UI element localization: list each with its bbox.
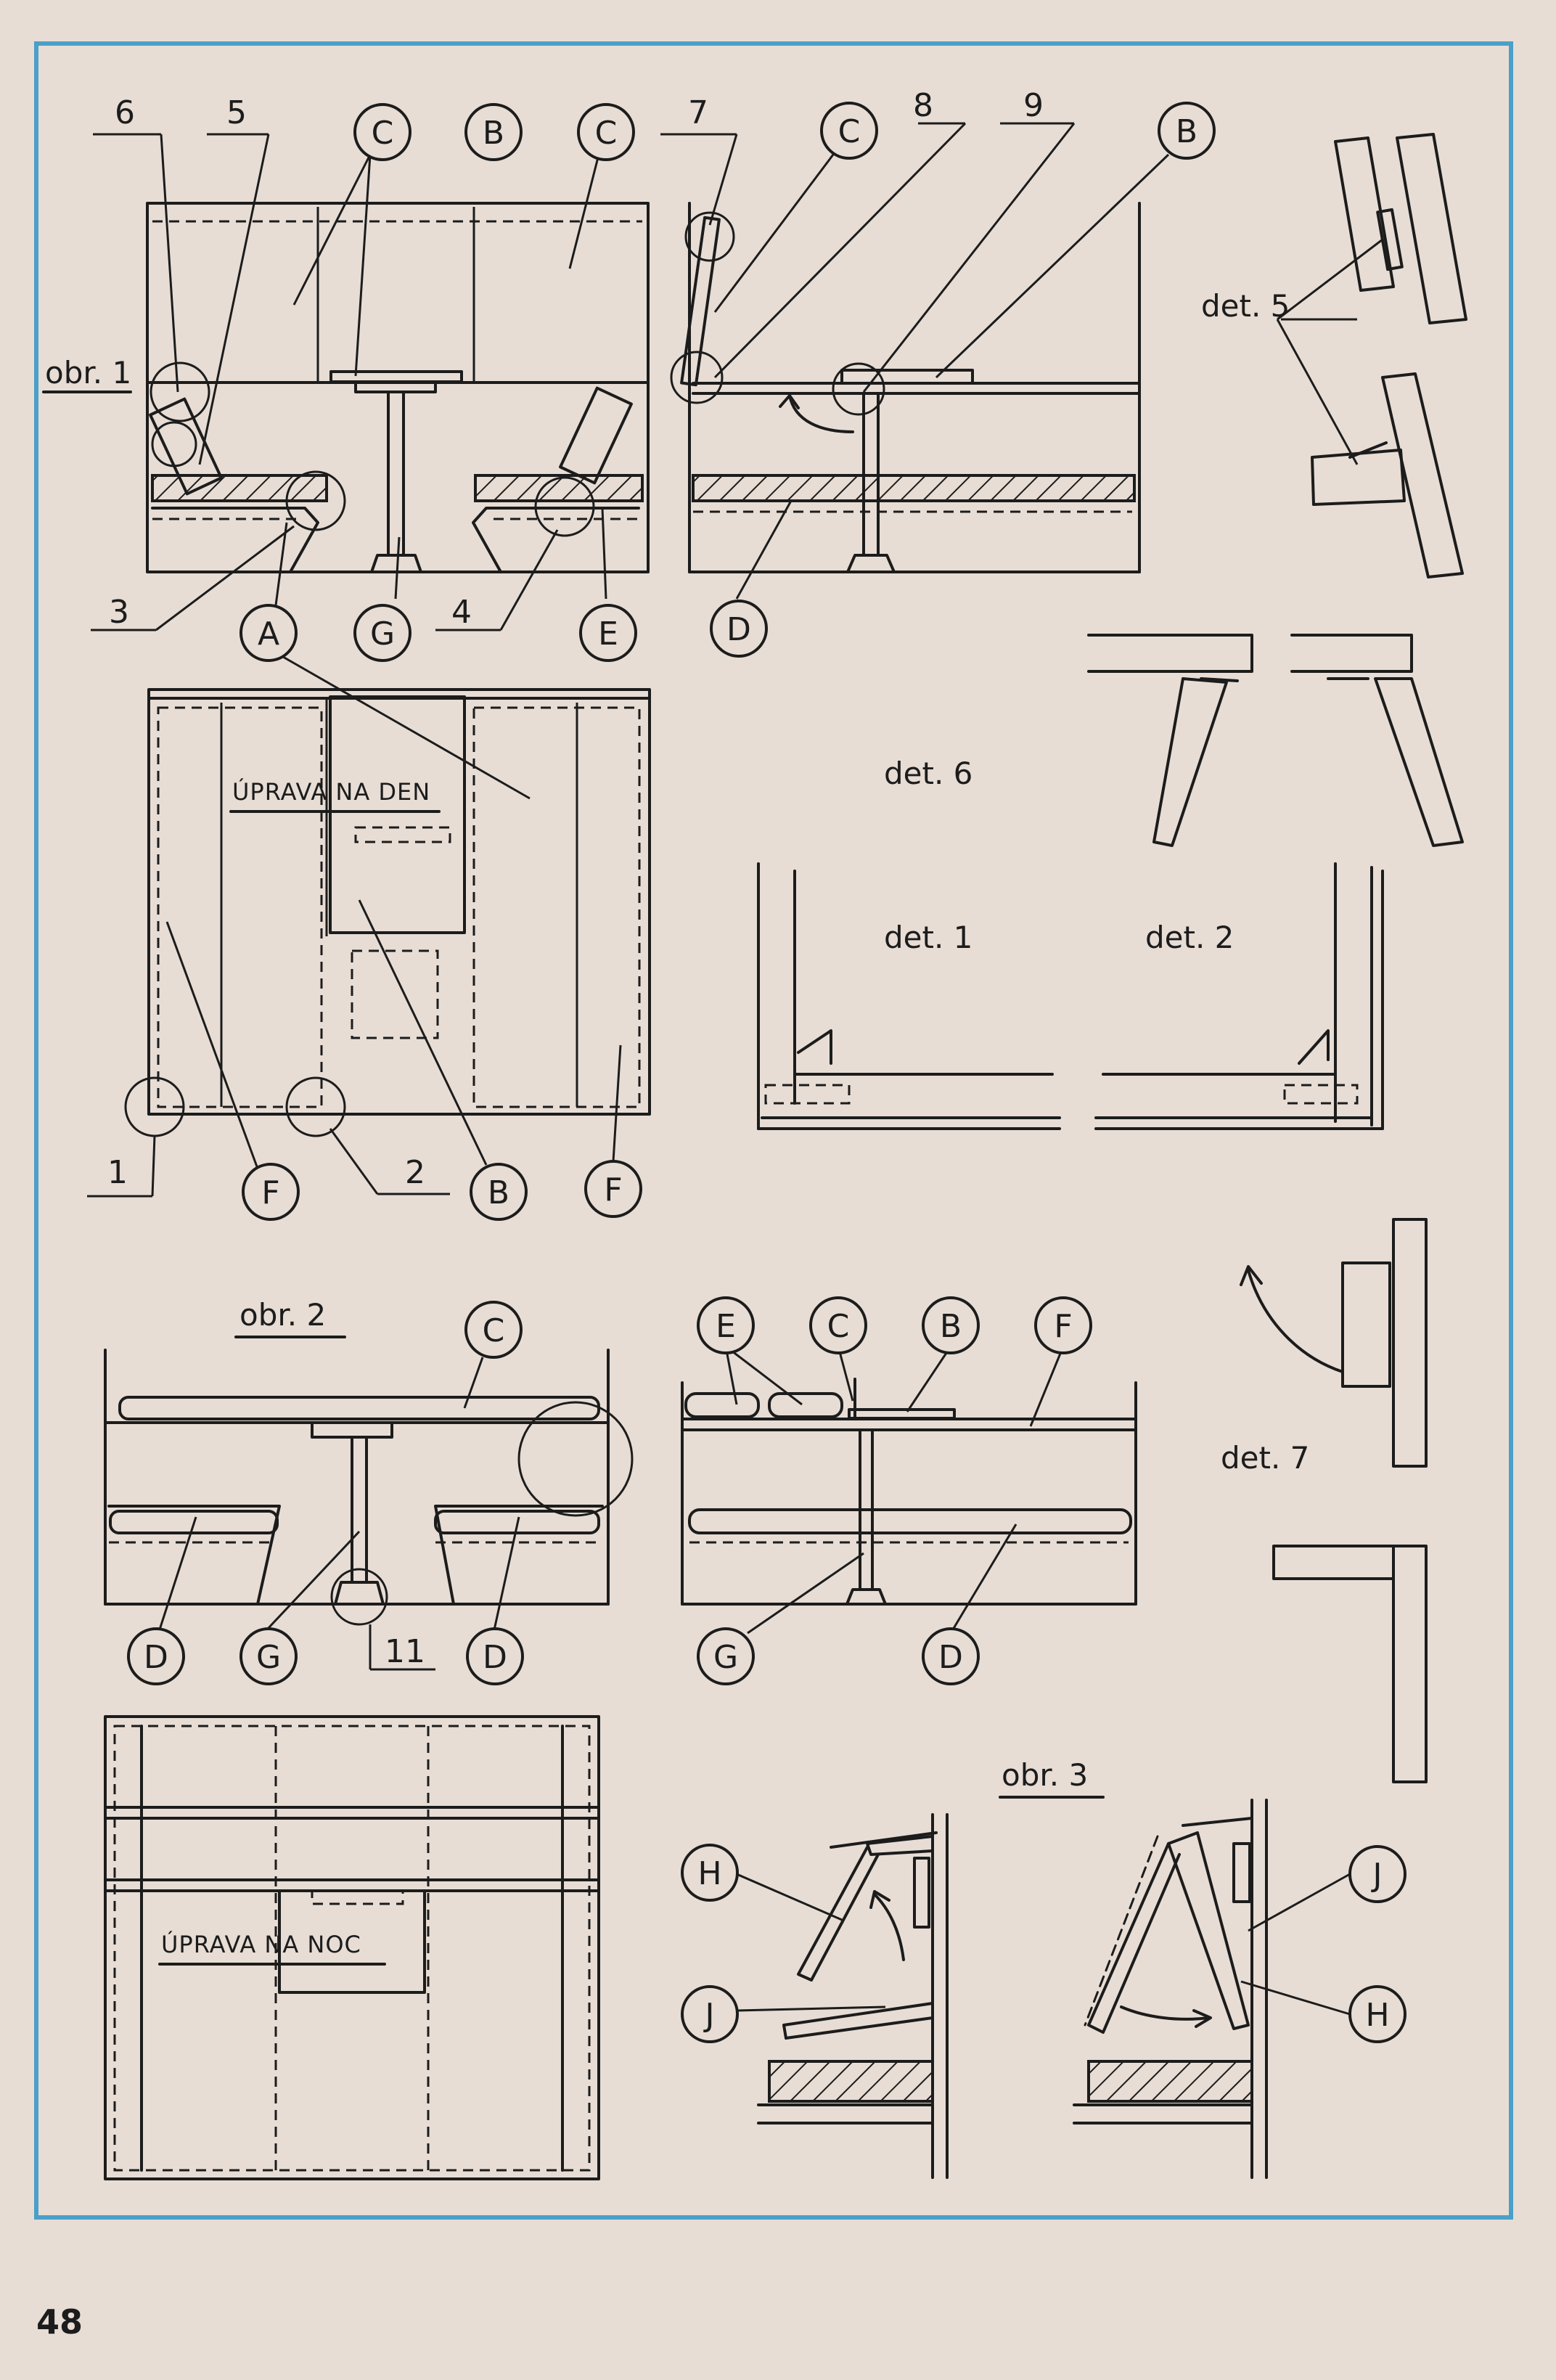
circle-B-1: B	[464, 103, 523, 161]
circle-C-5: C	[809, 1296, 867, 1354]
svg-text:B: B	[483, 115, 504, 152]
svg-text:F: F	[604, 1171, 622, 1209]
det1-caption: det. 1	[884, 920, 972, 955]
svg-text:H: H	[1365, 1997, 1389, 2034]
svg-text:G: G	[370, 616, 395, 653]
circle-D-2: D	[127, 1627, 185, 1685]
circle-J-2: J	[1348, 1845, 1406, 1903]
svg-text:G: G	[256, 1639, 281, 1676]
obr2-side-leaders	[724, 1345, 1065, 1635]
label-7: 7	[688, 94, 708, 131]
circle-C-2: C	[577, 103, 635, 161]
circle-H-2: H	[1348, 1985, 1406, 2043]
circle-H-1: H	[681, 1844, 739, 1902]
svg-text:F: F	[261, 1174, 279, 1211]
det6-drawing	[1087, 634, 1464, 847]
svg-text:E: E	[716, 1308, 736, 1345]
det7-caption: det. 7	[1221, 1440, 1309, 1476]
circle-E-2: E	[697, 1296, 755, 1354]
obr2-leaders	[158, 1357, 520, 1671]
det6-caption: det. 6	[884, 756, 972, 791]
page-frame	[34, 41, 1513, 2220]
det7-drawing	[1240, 1218, 1428, 1783]
circle-J-1: J	[681, 1985, 739, 2043]
det5-caption: det. 5	[1201, 288, 1290, 324]
label-4: 4	[451, 594, 472, 631]
det5-leaders	[1276, 238, 1383, 465]
svg-text:C: C	[827, 1308, 850, 1345]
circle-B-2: B	[1158, 102, 1216, 160]
obr1-side-leaders	[660, 122, 1076, 393]
svg-text:D: D	[483, 1639, 507, 1676]
svg-text:A: A	[258, 616, 279, 653]
label-3: 3	[109, 594, 129, 631]
label-1: 1	[107, 1154, 128, 1191]
circle-E-1: E	[579, 604, 637, 662]
day-title: ÚPRAVA NA DEN	[232, 777, 430, 806]
svg-text:G: G	[713, 1639, 738, 1676]
circle-A: A	[239, 604, 298, 662]
circle-C-4: C	[464, 1301, 523, 1359]
det5-drawing	[1311, 133, 1467, 578]
circle-G-1: G	[353, 604, 411, 662]
det1-drawing	[757, 862, 1061, 1130]
obr1-side-view	[670, 202, 1141, 573]
page-number: 48	[36, 2302, 83, 2342]
circle-G-2: G	[239, 1627, 298, 1685]
circle-G-3: G	[697, 1627, 755, 1685]
obr2-side-view	[681, 1378, 1137, 1606]
svg-text:C: C	[483, 1312, 505, 1349]
circle-F-3: F	[1034, 1296, 1092, 1354]
svg-text:F: F	[1054, 1308, 1072, 1345]
svg-text:J: J	[703, 1997, 715, 2034]
plan-day-leaders	[87, 655, 622, 1198]
svg-text:D: D	[144, 1639, 168, 1676]
label-8: 8	[913, 87, 933, 124]
obr3-right-drawing	[1073, 1799, 1268, 2179]
circle-D-1: D	[710, 600, 768, 658]
obr1-front-view	[146, 202, 650, 573]
circle-C-1: C	[353, 103, 411, 161]
obr3-leaders	[736, 1873, 1351, 2016]
obr3-left-drawing	[757, 1813, 949, 2179]
night-title: ÚPRAVA NA NOC	[161, 1930, 361, 1958]
svg-text:B: B	[1176, 113, 1197, 150]
svg-text:D: D	[938, 1639, 963, 1676]
svg-text:D: D	[726, 611, 751, 648]
circle-F-1: F	[242, 1163, 300, 1221]
svg-text:C: C	[372, 115, 394, 152]
label-11: 11	[385, 1633, 425, 1670]
svg-text:J: J	[1371, 1857, 1383, 1894]
obr2-caption: obr. 2	[239, 1297, 326, 1333]
circle-F-2: F	[584, 1160, 642, 1218]
label-5: 5	[226, 94, 247, 131]
label-9: 9	[1023, 87, 1044, 124]
svg-text:C: C	[595, 115, 618, 152]
obr1-leaders	[91, 133, 559, 631]
obr2-front-view	[104, 1349, 634, 1626]
det2-caption: det. 2	[1145, 920, 1234, 955]
circle-D-3: D	[466, 1627, 524, 1685]
label-6: 6	[115, 94, 135, 131]
obr1-plan-day	[124, 688, 651, 1137]
svg-text:B: B	[488, 1174, 509, 1211]
det2-drawing	[1094, 862, 1384, 1130]
label-2: 2	[405, 1154, 425, 1191]
svg-text:E: E	[598, 616, 618, 653]
circle-C-3: C	[820, 102, 878, 160]
svg-text:C: C	[838, 113, 861, 150]
obr1-caption: obr. 1	[45, 355, 131, 390]
circle-D-4: D	[922, 1627, 980, 1685]
obr3-caption: obr. 3	[1002, 1757, 1088, 1793]
circle-B-3: B	[470, 1163, 528, 1221]
obr2-plan-night	[104, 1715, 600, 2180]
svg-text:B: B	[940, 1308, 962, 1345]
svg-text:H: H	[697, 1855, 721, 1892]
circle-B-4: B	[922, 1296, 980, 1354]
